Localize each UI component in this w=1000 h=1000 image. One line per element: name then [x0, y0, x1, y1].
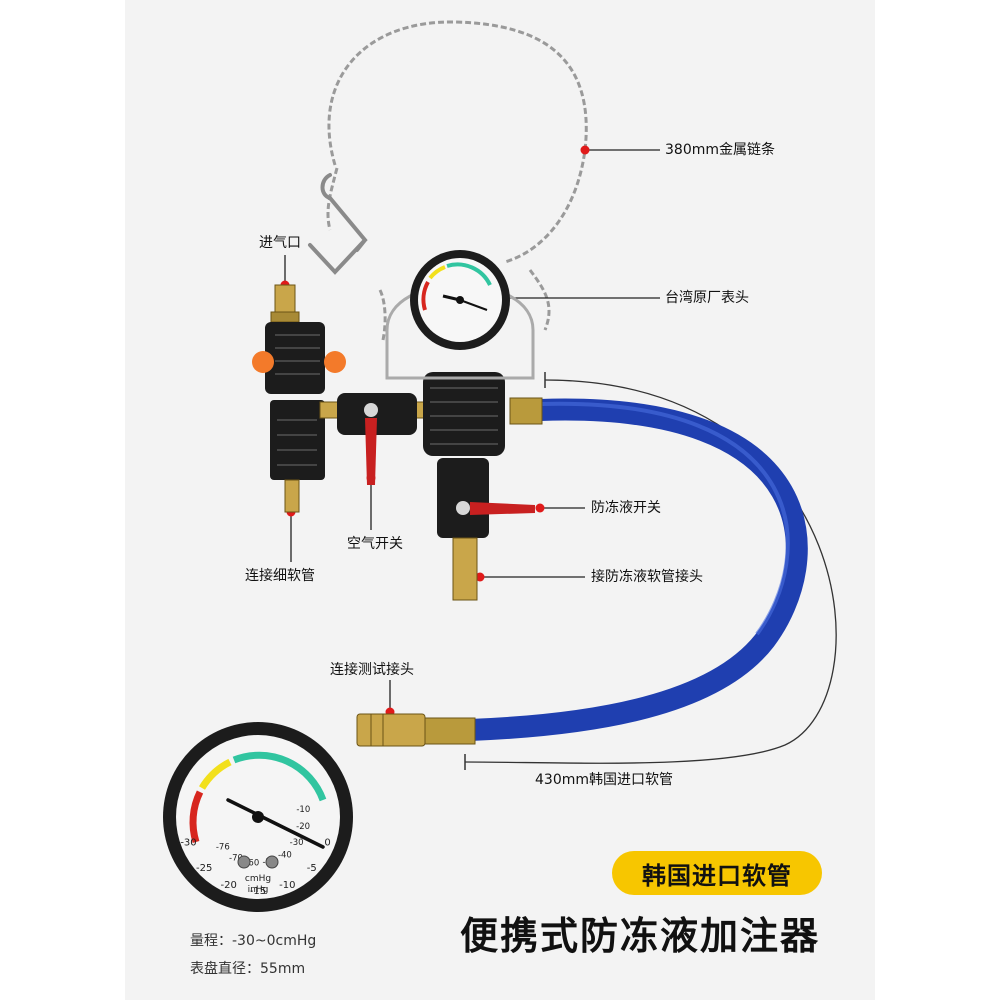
label-gauge-head: 台湾原厂表头 — [665, 290, 749, 306]
test-joint — [356, 713, 476, 747]
gauge-inner-tick-5: -30 — [290, 838, 304, 848]
gauge-outer-tick-6: 0 — [324, 837, 330, 848]
gauge-yellow-zone — [198, 758, 232, 790]
gauge-inner-tick-6: -20 — [296, 822, 310, 832]
spec-diameter: 表盘直径：55mm — [190, 961, 306, 977]
orange-cap-right — [324, 351, 346, 373]
gauge-outer-tick-5: -5 — [307, 863, 317, 874]
gauge-detail: -30 -25 -20 -15 -10 -5 0 -76-70-60 -5 0 -40 -30 -20… — [163, 722, 353, 912]
gauge-inner-tick-0: -76 — [216, 843, 230, 853]
gauge-units-bottom: inHg — [248, 885, 269, 895]
gauge-red-zone — [189, 790, 204, 844]
gauge-outer-ticks: -30 -25 -20 -15 -10 -5 0 — [180, 837, 330, 897]
product-title: 便携式防冻液加注器 — [460, 914, 821, 958]
label-coolant-switch: 防冻液开关 — [591, 500, 661, 516]
spec-range: 量程：-30~0cmHg — [190, 933, 317, 949]
hose-ferrule — [509, 397, 543, 425]
gauge-green-zone — [232, 751, 327, 802]
central-valve-body — [423, 372, 535, 601]
label-chain: 380mm金属链条 — [665, 142, 775, 158]
gauge-outer-tick-4: -10 — [279, 880, 295, 891]
product-illustration — [252, 20, 837, 770]
thin-hose-barb — [284, 479, 300, 513]
gauge-outer-tick-0: -30 — [180, 837, 196, 848]
label-thin-hose: 连接细软管 — [245, 568, 315, 584]
orange-cap-left — [252, 351, 274, 373]
gauge-units-top: cmHg — [245, 874, 271, 884]
gauge-outer-tick-3: -15 — [250, 886, 266, 897]
gauge-inner-tick-1: -70 — [229, 853, 243, 863]
gauge-inner-tick-2: -60 — [245, 859, 259, 869]
label-air-switch: 空气开关 — [347, 536, 403, 552]
air-inlet-fitting — [270, 284, 300, 323]
label-coolant-hose-joint: 接防冻液软管接头 — [591, 569, 703, 585]
top-gauge — [385, 250, 535, 380]
gauge-inner-tick-7: -10 — [296, 805, 310, 815]
product-image: -30 -25 -20 -15 -10 -5 0 -76-70-60 -5 0 -40 -30 -20… — [125, 0, 875, 1000]
badge: 韩国进口软管 — [612, 851, 822, 895]
gauge-inner-tick-4: -40 — [278, 850, 292, 860]
label-hose: 430mm韩国进口软管 — [535, 772, 673, 788]
air-switch-valve — [337, 393, 417, 485]
label-air-inlet: 进气口 — [259, 235, 301, 251]
label-test-joint: 连接测试接头 — [330, 662, 414, 678]
gauge-outer-tick-2: -20 — [221, 880, 237, 891]
gauge-needle — [226, 798, 325, 849]
left-valve-body — [265, 322, 325, 480]
s-hook — [308, 173, 368, 275]
gauge-outer-tick-1: -25 — [196, 863, 212, 874]
